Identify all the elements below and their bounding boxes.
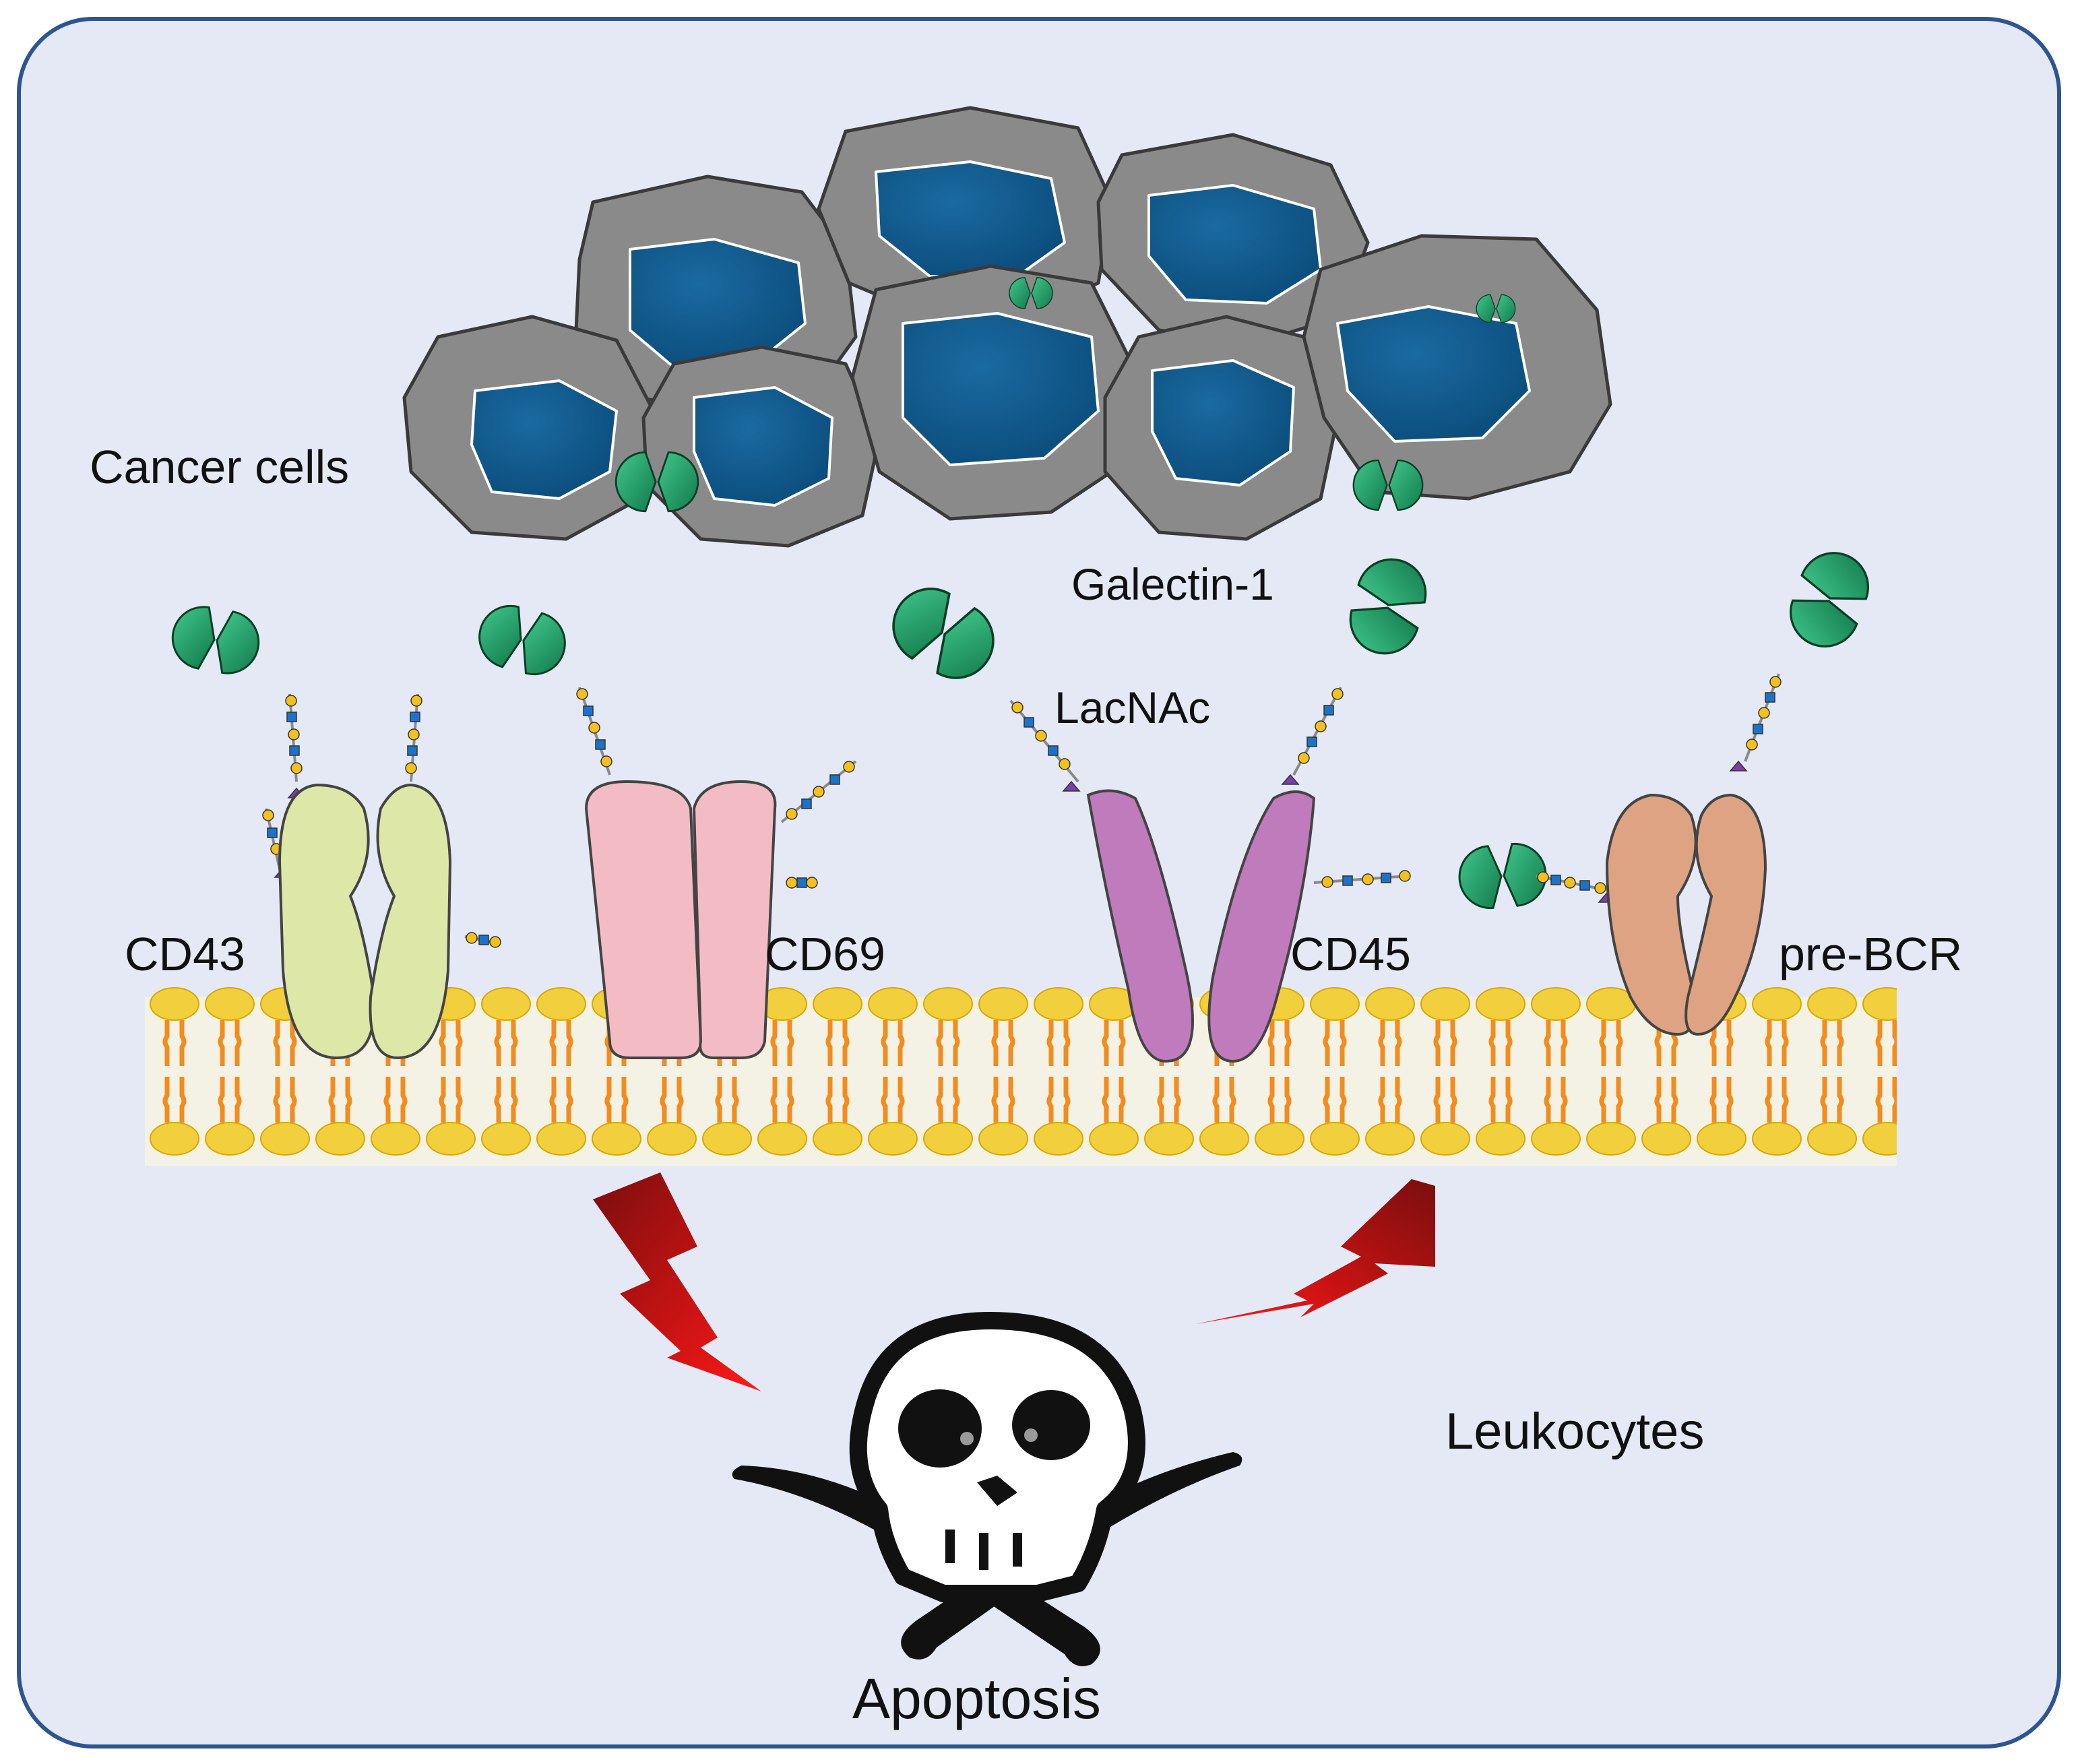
label-cd45: CD45 [1290, 928, 1411, 980]
cd43-receptor [278, 783, 452, 1060]
cd69-receptor [584, 780, 777, 1059]
label-cd43: CD43 [125, 928, 245, 980]
cancer-cell [641, 345, 881, 548]
cancer-cell [1103, 315, 1340, 541]
glycan-sugars [262, 676, 1782, 948]
lightning-bolt-icon [1196, 1179, 1435, 1324]
label-lacnac: LacNAc [1054, 683, 1210, 732]
skull-crossbones-icon [732, 1312, 1242, 1666]
prebcr-receptor [1605, 793, 1767, 1036]
cd45-receptor [1086, 789, 1316, 1063]
cancer-cell [817, 106, 1114, 319]
cancer-cell [850, 264, 1134, 521]
label-leukocytes: Leukocytes [1445, 1403, 1704, 1460]
cancer-cell [1096, 133, 1370, 346]
label-apoptosis: Apoptosis [852, 1667, 1101, 1730]
label-cd69: CD69 [765, 928, 885, 980]
cancer-cell [402, 315, 659, 541]
label-pre-bcr: pre-BCR [1779, 928, 1962, 980]
labels: Cancer cells Galectin-1 LacNAc CD43 CD69… [90, 441, 1962, 1730]
cancer-cell [1302, 234, 1612, 501]
label-galectin-1: Galectin-1 [1071, 559, 1274, 609]
lightning-bolt-icon [593, 1172, 761, 1391]
label-cancer-cells: Cancer cells [90, 441, 349, 493]
cancer-cell-cluster [402, 106, 1612, 548]
